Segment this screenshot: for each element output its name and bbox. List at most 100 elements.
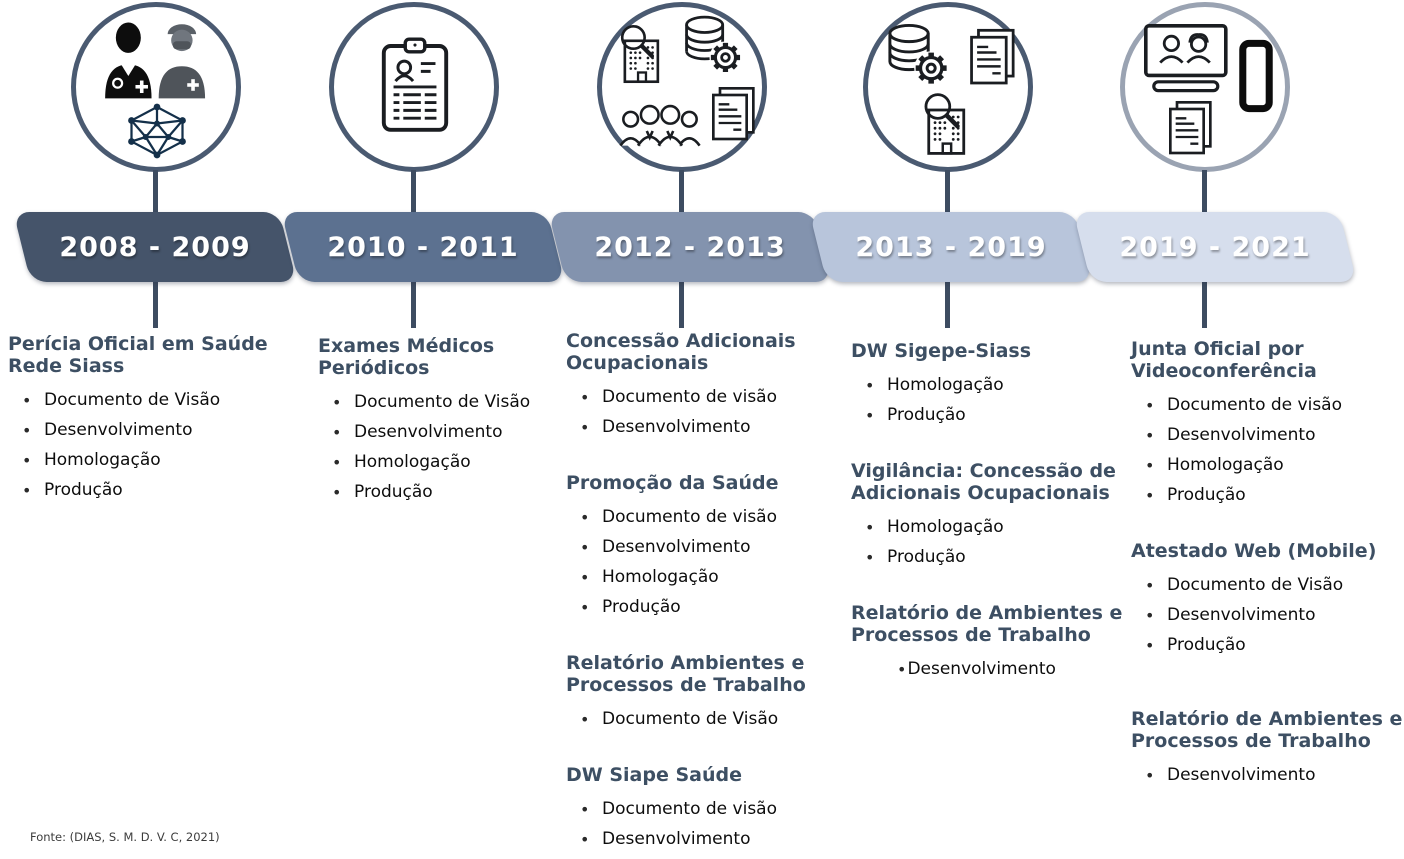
project-title: Exames Médicos Periódicos [318,335,495,379]
period-banner-2010-2011: 2010 - 2011 [290,212,556,282]
medical-record-clipboard-icon [381,37,449,132]
period-label: 2012 - 2013 [594,231,786,263]
list-item: Produção [8,475,276,505]
milestone-circle-2008 [71,2,241,172]
connector-line [153,280,158,328]
project-section: Atestado Web (Mobile) Documento de Visão… [1131,540,1404,660]
project-section: Perícia Oficial em Saúde Rede Siass Docu… [8,333,276,505]
database-gear-icon [685,15,742,74]
list-item: Produção [1131,630,1404,660]
documents-icon [1169,101,1212,155]
list-item: Desenvolvimento [318,417,568,447]
connector-line [411,170,416,214]
project-title: Relatório de Ambientes e Processos de Tr… [851,602,1123,646]
videoconference-icon [1144,24,1228,93]
project-title: Perícia Oficial em Saúde Rede Siass [8,333,268,377]
project-section: DW Sigepe-Siass Homologação Produção [851,340,1123,430]
list-item: Homologação [1131,450,1404,480]
period-banner-2008-2009: 2008 - 2009 [22,212,288,282]
list-item: Documento de Visão [566,704,828,734]
list-item: Documento de Visão [8,385,276,415]
connector-line [945,280,950,328]
list-item: Desenvolvimento [1131,760,1404,790]
list-item: Homologação [851,370,1123,400]
connector-line [679,170,684,214]
phase-list: Documento de visão Desenvolvimento Homol… [566,502,828,622]
list-item: Homologação [851,512,1123,542]
project-section: Junta Oficial por Videoconferência Docum… [1131,338,1404,510]
list-item: Documento de visão [566,794,828,824]
period-label: 2019 - 2021 [1119,231,1311,263]
list-item: Desenvolvimento [566,824,828,854]
period-banner-2013-2019: 2013 - 2019 [818,212,1084,282]
project-title: DW Siape Saúde [566,764,742,786]
project-title: DW Sigepe-Siass [851,340,1032,362]
list-item: Desenvolvimento [566,532,828,562]
milestone-circle-2012 [597,2,767,172]
milestone-circle-2010 [329,2,499,172]
list-item: Desenvolvimento [566,412,828,442]
list-item: Desenvolvimento [8,415,276,445]
project-section: DW Siape Saúde Documento de visão Desenv… [566,764,828,854]
milestone-circle-2013 [863,2,1033,172]
period-label: 2013 - 2019 [855,231,1047,263]
project-section: Relatório Ambientes e Processos de Traba… [566,652,828,734]
column-2013-2019-content: DW Sigepe-Siass Homologação Produção Vig… [851,340,1123,714]
phase-list: Documento de visão Desenvolvimento [566,382,828,442]
period-label: 2010 - 2011 [327,231,519,263]
connector-line [679,280,684,328]
list-item: Homologação [8,445,276,475]
list-item: Produção [851,542,1123,572]
connector-line [153,170,158,214]
building-search-icon [620,24,660,84]
list-item: Homologação [566,562,828,592]
phase-list: Documento de Visão Desenvolvimento Homol… [8,385,276,505]
project-section: Vigilância: Concessão de Adicionais Ocup… [851,460,1123,572]
project-title: Vigilância: Concessão de Adicionais Ocup… [851,460,1116,504]
medical-team-icon [105,22,206,99]
milestone-circle-2019 [1120,2,1290,172]
column-2019-2021-content: Junta Oficial por Videoconferência Docum… [1131,338,1404,820]
column-2008-2009-content: Perícia Oficial em Saúde Rede Siass Docu… [8,333,276,535]
list-item: Homologação [318,447,568,477]
project-section: Relatório de Ambientes e Processos de Tr… [1131,708,1404,790]
network-icon [128,103,186,159]
column-2010-2011-content: Exames Médicos Periódicos Documento de V… [318,335,568,537]
list-item: Desenvolvimento [851,654,1123,684]
smartphone-icon [1239,39,1273,113]
period-label: 2008 - 2009 [59,231,251,263]
list-item: Desenvolvimento [1131,420,1404,450]
connector-line [1202,170,1207,214]
documents-icon [970,28,1015,85]
project-title: Relatório Ambientes e Processos de Traba… [566,652,806,696]
list-item: Produção [1131,480,1404,510]
list-item: Desenvolvimento [1131,600,1404,630]
list-item: Documento de visão [1131,390,1404,420]
phase-list: Documento de visão Desenvolvimento Homol… [1131,390,1404,510]
project-section: Concessão Adicionais Ocupacionais Docume… [566,330,828,442]
list-item: Produção [851,400,1123,430]
period-banner-2019-2021: 2019 - 2021 [1082,212,1348,282]
project-title: Relatório de Ambientes e Processos de Tr… [1131,708,1403,752]
database-gear-icon [888,23,949,86]
phase-list: Desenvolvimento [851,654,1123,684]
phase-list: Documento de Visão [566,704,828,734]
people-group-icon [619,104,701,147]
list-item: Documento de Visão [318,387,568,417]
connector-line [945,170,950,214]
period-banner-2012-2013: 2012 - 2013 [557,212,823,282]
list-item: Documento de visão [566,382,828,412]
phase-list: Documento de Visão Desenvolvimento Produ… [1131,570,1404,660]
phase-list: Documento de Visão Desenvolvimento Homol… [318,387,568,507]
list-item: Produção [566,592,828,622]
project-title: Junta Oficial por Videoconferência [1131,338,1317,382]
list-item: Produção [318,477,568,507]
source-note: Fonte: (DIAS, S. M. D. V. C, 2021) [30,830,220,844]
phase-list: Homologação Produção [851,512,1123,572]
phase-list: Desenvolvimento [1131,760,1404,790]
project-title: Concessão Adicionais Ocupacionais [566,330,796,374]
project-title: Atestado Web (Mobile) [1131,540,1377,562]
column-2012-2013-content: Concessão Adicionais Ocupacionais Docume… [566,330,828,859]
project-section: Promoção da Saúde Documento de visão Des… [566,472,828,622]
